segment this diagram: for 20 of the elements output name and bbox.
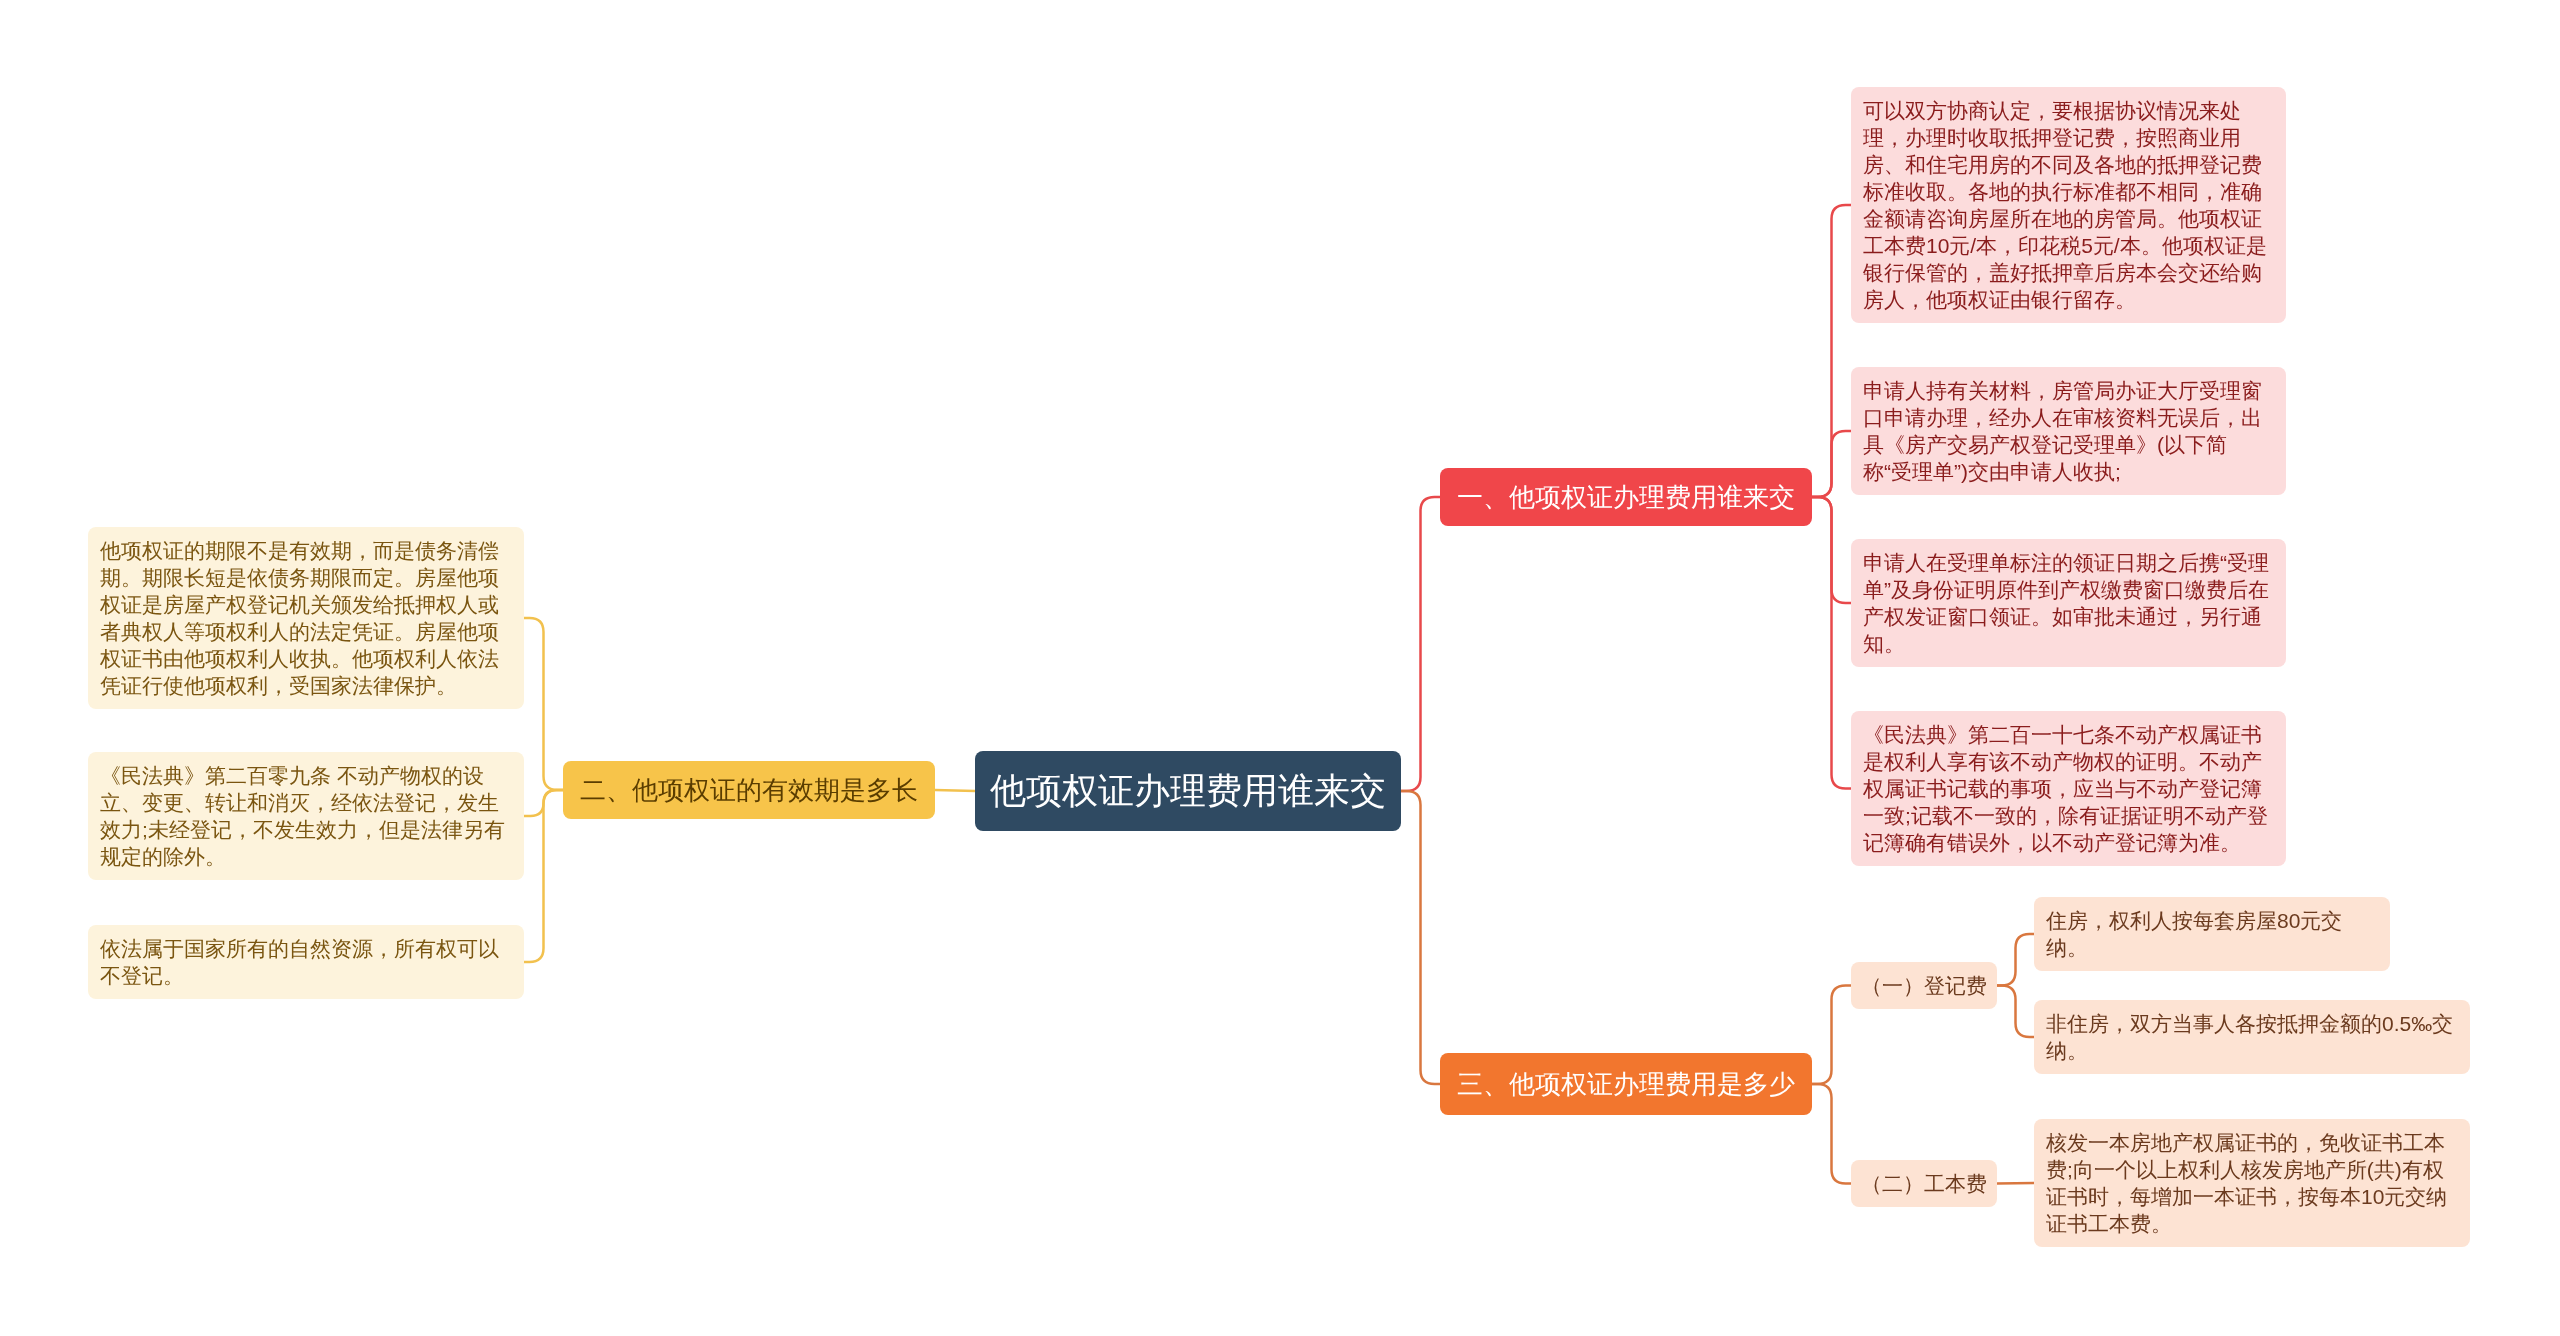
note-box: 《民法典》第二百一十七条不动产权属证书是权利人享有该不动产物权的证明。不动产权属证书记载的事项，应当与不动产登记簿一致;记载不一致的，除有证据证明不动产登记簿确有错误外，以不动产登记簿为准。 [1851,710,2286,866]
branch-box: 一、他项权证办理费用谁来交 [1440,468,1812,526]
note-box: 非住房，双方当事人各按抵押金额的0.5‰交纳。 [2034,1000,2470,1074]
branch-box: 二、他项权证的有效期是多长 [563,761,935,819]
subtopic-box: （二）工本费 [1851,1159,1997,1207]
root-topic-box: 他项权证办理费用谁来交 [975,751,1401,831]
note-box: 他项权证的期限不是有效期，而是债务清偿期。期限长短是依债务期限而定。房屋他项权证是房屋产权登记机关颁发给抵押权人或者典权人等项权利人的法定凭证。房屋他项权证书由他项权利人收执。他项权利人依法凭证行使他项权利，受国家法律保护。 [88,527,524,709]
note-box: 核发一本房地产权属证书的，免收证书工本费;向一个以上权利人核发房地产所(共)有权证书时，每增加一本证书，按每本10元交纳证书工本费。 [2034,1119,2470,1247]
note-box: 住房，权利人按每套房屋80元交纳。 [2034,897,2390,971]
connector-line [934,788,976,793]
connector-line [1997,984,2034,1039]
connector-line [1401,789,1440,1086]
branch-box: 三、他项权证办理费用是多少 [1440,1053,1812,1115]
connector-line [1997,1181,2034,1185]
note-box: 《民法典》第二百零九条 不动产物权的设立、变更、转让和消灭，经依法登记，发生效力;未经登记，不发生效力，但是法律另有规定的除外。 [88,752,524,880]
note-box: 可以双方协商认定，要根据协议情况来处理，办理时收取抵押登记费，按照商业用房、和住宅用房的不同及各地的抵押登记费标准收取。各地的执行标准都不相同，准确金额请咨询房屋所在地的房管局。他项权证工本费10元/本，印花税5元/本。他项权证是银行保管的，盖好抵押章后房本会交还给购房人，他项权证由银行留存。 [1851,87,2286,323]
note-box: 申请人持有关材料，房管局办证大厅受理窗口申请办理，经办人在审核资料无误后，出具《房产交易产权登记受理单》(以下简称“受理单”)交由申请人收执; [1851,367,2286,495]
note-box: 依法属于国家所有的自然资源，所有权可以不登记。 [88,925,524,999]
subtopic-box: （一）登记费 [1851,961,1997,1009]
note-box: 申请人在受理单标注的领证日期之后携“受理单”及身份证明原件到产权缴费窗口缴费后在产权发证窗口领证。如审批未通过，另行通知。 [1851,539,2286,667]
